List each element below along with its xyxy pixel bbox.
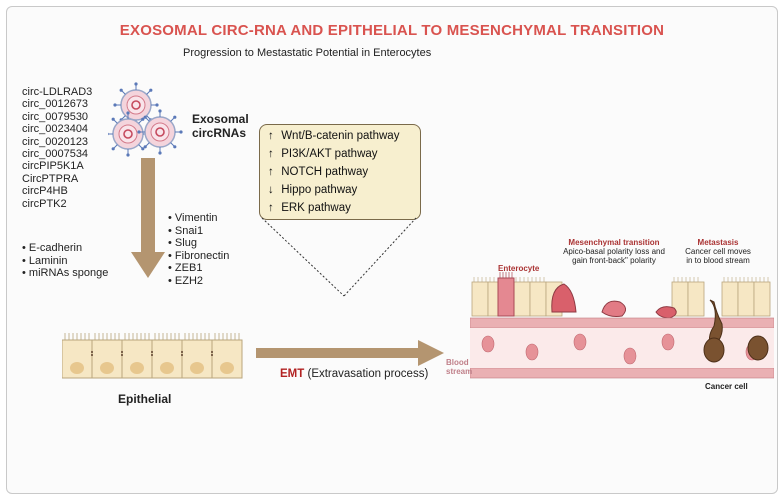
figure-title: EXOSOMAL CIRC-RNA AND EPITHELIAL TO MESE… [119,22,665,39]
mesenchymal-marker: • Snai1 [168,224,204,237]
circrna-item: CircPTPRA [22,172,79,185]
circrna-item: circ_0007534 [22,148,89,161]
epithelial-marker: • Laminin [22,254,68,267]
mesenchymal-marker: • Fibronectin [168,249,230,262]
circrna-item: circ_0012673 [22,98,89,111]
cancer-cell [747,335,769,361]
figure-subtitle: Progression to Mestastatic Potential in … [183,47,432,59]
mesenchymal-marker: • ZEB1 [168,262,203,275]
circrna-list: circ-LDLRAD3 circ_0012673 circ_0079530 c… [22,86,92,210]
exosomal-label-line: circRNAs [192,126,247,140]
pathway-row: ↑ PI3K/AKT pathway [268,148,378,160]
enterocyte-label: Enterocyte [498,264,540,273]
metastasis-title: Metastasis [697,238,739,247]
exosomal-label-line: Exosomal [192,112,249,126]
enterocyte-cell [497,277,515,317]
circrna-item: circ_0079530 [22,110,89,123]
mesenchymal-marker: • EZH2 [168,274,204,287]
epithelial-cell-row [62,339,243,379]
circrna-item: circP4HB [22,185,68,198]
migrating-cell [601,300,626,317]
signaling-pathway-box: ↑ Wnt/B-catenin pathway ↑ PI3K/AKT pathw… [259,124,421,220]
figure-frame [6,6,778,494]
blood-stream-label: Blood stream [446,358,473,376]
transitioning-cell [551,283,577,313]
circrna-item: circ-LDLRAD3 [22,86,93,98]
exosomal-circrnas-label: Exosomal circRNAs [192,112,249,140]
circrna-item: circ_0020123 [22,135,89,148]
circrna-item: circPTK2 [22,197,67,210]
vessel-wall-top [470,317,774,329]
vessel-wall-bottom [470,367,774,379]
red-blood-cells [481,333,759,365]
mesenchymal-marker: • Vimentin [168,212,218,224]
mesenchymal-transition-title: Mesenchymal transition [568,238,660,247]
mesenchymal-transition-label: Mesenchymal transition Apico-basal polar… [554,238,674,265]
down-arrow [131,158,165,278]
mesenchymal-transition-line: Apico-basal polarity loss and [563,247,665,256]
epithelial-marker-list: • E-cadherin • Laminin • miRNAs sponge [22,242,108,280]
epithelial-marker: • miRNAs sponge [22,267,109,280]
vessel-lumen [470,328,774,368]
circrna-item: circ_0023404 [22,123,89,136]
mesenchymal-transition-line: gain front-back" polarity [572,256,656,265]
circrna-item: circPIP5K1A [22,160,84,173]
epithelial-marker: • E-cadherin [22,242,83,254]
emt-label: EMT (Extravasation process) [280,368,429,380]
metastasis-line: Cancer cell moves [685,247,751,256]
epithelial-label: Epithelial [118,392,172,406]
metastasis-label: Metastasis Cancer cell moves in to blood… [676,238,760,265]
tissue-vessel-illustration [470,272,774,379]
epithelial-layer [62,333,243,379]
migrating-cell [655,306,677,319]
mesenchymal-marker: • Slug [168,237,197,250]
pathway-row: ↓ Hippo pathway [268,184,358,196]
metastasis-line: in to blood stream [686,256,750,265]
emt-arrow [256,340,444,366]
mesenchymal-marker-list: • Vimentin • Snai1 • Slug • Fibronectin … [168,212,229,288]
pathway-row: ↑ ERK pathway [268,202,351,214]
cancer-cell-label: Cancer cell [705,382,748,391]
pathway-row: ↑ Wnt/B-catenin pathway [268,130,400,142]
pathway-row: ↑ NOTCH pathway [268,166,369,178]
